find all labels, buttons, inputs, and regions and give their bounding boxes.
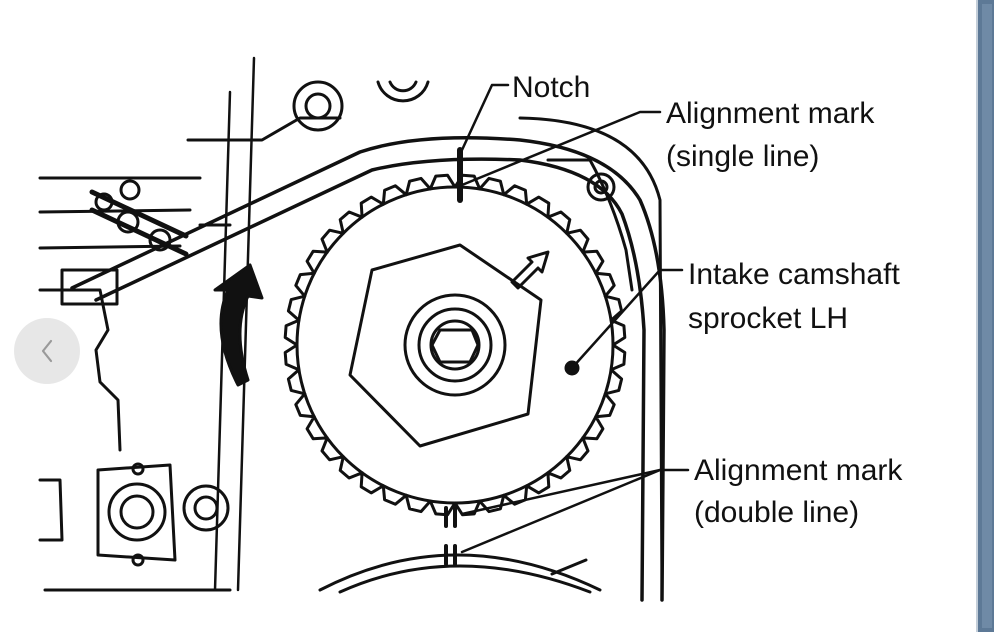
leader-lines xyxy=(460,83,690,554)
chevron-left-icon xyxy=(41,339,53,363)
alignment-marks xyxy=(444,147,463,566)
rotation-arrow xyxy=(213,263,264,387)
engine-bolts xyxy=(96,80,616,567)
side-scrollbar[interactable] xyxy=(976,0,994,632)
notch-label: Notch xyxy=(512,71,590,104)
intake-camshaft-sprocket xyxy=(283,173,627,517)
sprocket-sublabel: sprocket LH xyxy=(688,302,848,335)
engine-block-left xyxy=(38,56,342,592)
alignment-mark-single-label: Alignment mark xyxy=(666,97,875,130)
sprocket-label: Intake camshaft xyxy=(688,258,900,291)
alignment-mark-single-sublabel: (single line) xyxy=(666,140,819,173)
alignment-mark-double-label: Alignment mark xyxy=(694,454,903,487)
timing-cover xyxy=(518,116,664,602)
scrollbar-thumb[interactable] xyxy=(982,4,992,628)
timing-belt xyxy=(70,135,666,602)
lower-sprocket xyxy=(318,553,602,594)
tensioner-linkage xyxy=(89,179,189,257)
sprocket-teeth xyxy=(283,173,627,517)
previous-image-button[interactable] xyxy=(14,318,80,384)
alignment-mark-double-sublabel: (double line) xyxy=(694,496,859,529)
